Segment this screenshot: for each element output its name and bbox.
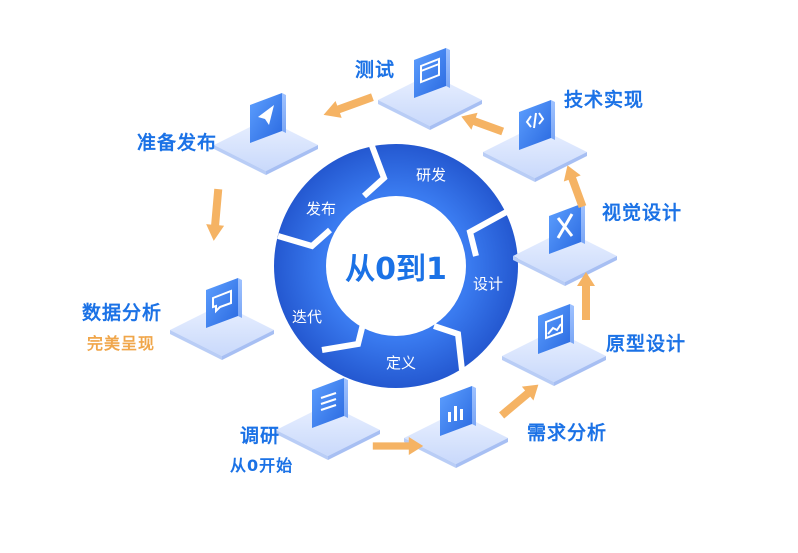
device-tech-implementation: [483, 100, 587, 182]
device-prototype: [502, 304, 606, 386]
segment-label-release: 发布: [306, 200, 336, 218]
arrow-visual-to-tech: [563, 165, 587, 209]
step-label-data-analysis: 数据分析: [82, 302, 163, 324]
device-research: [276, 378, 380, 460]
step-sublabel-data-analysis: 完美呈现: [87, 334, 156, 353]
device-testing: [378, 48, 482, 130]
code-icon: [525, 112, 545, 129]
browser-window-icon: [420, 57, 440, 84]
step-sublabel-research: 从0开始: [230, 456, 294, 475]
arrow-prototype-to-visual: [577, 272, 595, 320]
bar-chart-icon: [448, 406, 463, 422]
device-visual-design: [513, 204, 617, 286]
center-title: 从0到1: [345, 252, 447, 287]
segment-divider: [361, 144, 388, 199]
arrow-testing-to-release: [323, 93, 374, 118]
segment-divider: [277, 227, 332, 250]
step-label-requirements: 需求分析: [527, 422, 608, 444]
step-label-visual-design: 视觉设计: [602, 202, 683, 224]
segment-divider: [466, 207, 512, 257]
step-label-research: 调研: [240, 425, 281, 447]
segment-label-iterate: 迭代: [292, 308, 322, 326]
step-label-prototype: 原型设计: [606, 333, 687, 355]
chat-bubble-icon: [212, 289, 232, 314]
segment-label-research: 研发: [416, 166, 446, 184]
cycle-ring: [274, 144, 518, 388]
device-data-analysis: [170, 278, 274, 360]
flow-arrows: [206, 93, 595, 455]
segment-divider: [433, 323, 465, 371]
image-icon: [545, 314, 563, 340]
list-icon: [320, 392, 337, 411]
step-label-tech-implementation: 技术实现: [564, 89, 645, 111]
segment-label-define: 定义: [386, 354, 416, 372]
device-requirements: [404, 386, 508, 468]
arrow-requirements-to-prototype: [499, 384, 539, 419]
send-icon: [258, 105, 274, 125]
design-tools-icon: [556, 213, 574, 239]
step-label-testing: 测试: [355, 59, 396, 81]
segment-label-design: 设计: [473, 275, 503, 293]
arrow-release-to-analysis: [206, 188, 225, 241]
segment-divider: [321, 319, 367, 353]
arrow-tech-to-testing: [461, 112, 505, 136]
device-prepare-release: [214, 93, 318, 175]
step-label-prepare-release: 准备发布: [137, 132, 218, 154]
